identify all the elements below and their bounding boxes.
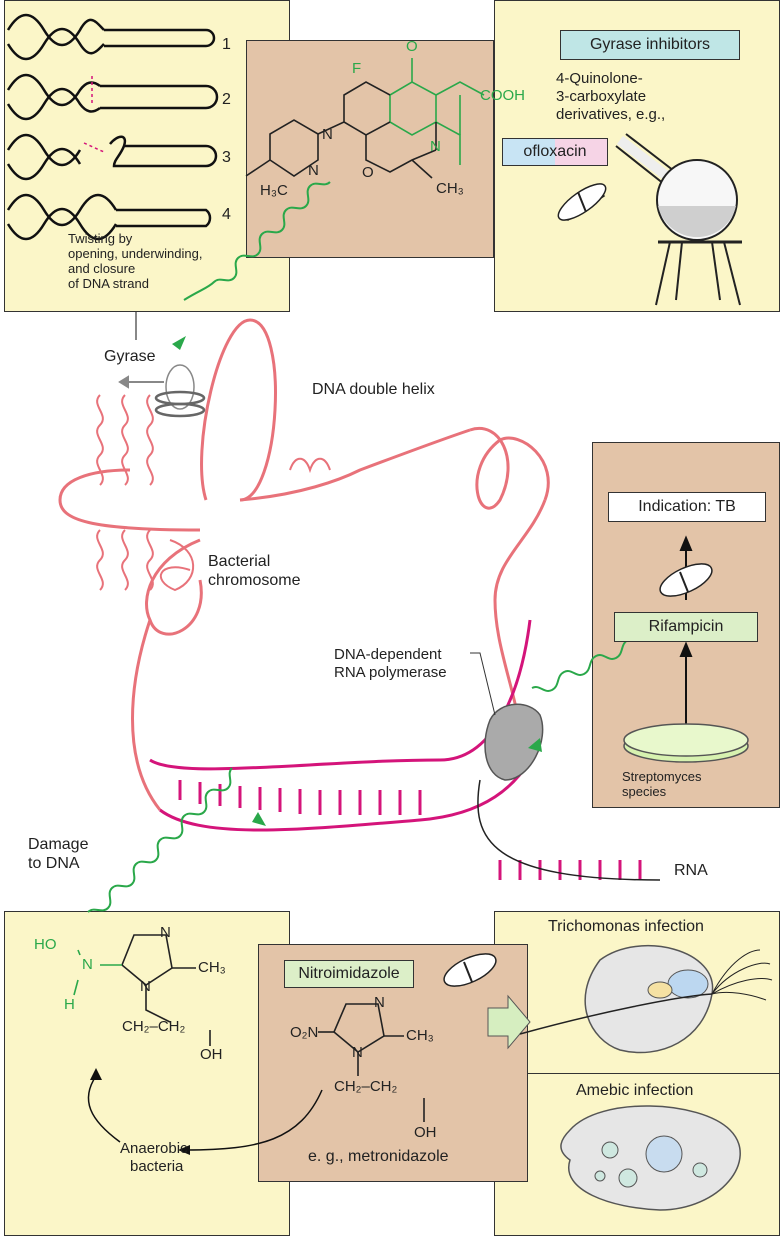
damage-label-1: Damage bbox=[28, 836, 88, 853]
polymerase-label-1: DNA-dependent bbox=[334, 646, 442, 663]
nitro-n-top: N bbox=[374, 994, 385, 1011]
ofloxacin-label: ofloxacin bbox=[502, 138, 608, 166]
twist-caption-4: of DNA strand bbox=[68, 275, 149, 292]
gyrase-inhibitors-title: Gyrase inhibitors bbox=[560, 30, 740, 60]
step-label-3: 3 bbox=[222, 149, 231, 166]
atom-cooh: COOH bbox=[480, 87, 525, 104]
trichomonas-label: Trichomonas infection bbox=[548, 918, 704, 935]
polymerase-pointer bbox=[470, 653, 495, 715]
met-h: H bbox=[64, 996, 75, 1013]
atom-n-piperazine-1: N bbox=[322, 126, 333, 143]
nitro-ch3: CH₃ bbox=[406, 1027, 434, 1044]
met-ho: HO bbox=[34, 936, 57, 953]
quinolone-desc-2: 3-carboxylate bbox=[556, 88, 646, 105]
gyrase-arrow bbox=[120, 377, 164, 387]
quinolone-desc-1: 4-Quinolone- bbox=[556, 70, 643, 87]
atom-o-ring: O bbox=[362, 164, 374, 181]
trichomonas-illustration bbox=[520, 946, 772, 1053]
nitro-o2n: O₂N bbox=[290, 1024, 318, 1041]
met-oh: OH bbox=[200, 1046, 223, 1063]
atom-o-keto: O bbox=[406, 38, 418, 55]
polymerase-label-2: RNA polymerase bbox=[334, 664, 447, 681]
rna-label: RNA bbox=[674, 862, 708, 879]
step-label-1: 1 bbox=[222, 36, 231, 53]
met-ch2ch2: CH₂–CH₂ bbox=[122, 1018, 185, 1035]
amoeba-illustration bbox=[561, 1106, 740, 1210]
metronidazole-label: e. g., metronidazole bbox=[308, 1148, 449, 1165]
petri-dish-illustration bbox=[624, 724, 748, 762]
dna-helix-label: DNA double helix bbox=[312, 381, 435, 398]
nitroimidazole-bonds bbox=[318, 1004, 424, 1122]
rna-strand-outer bbox=[160, 740, 540, 830]
arrowhead-gyrase bbox=[172, 336, 186, 350]
nitroimidazole-title: Nitroimidazole bbox=[284, 960, 414, 988]
chromosome-label-1: Bacterial bbox=[208, 553, 270, 570]
nitro-oh: OH bbox=[414, 1124, 437, 1141]
cut-mark-3 bbox=[84, 143, 104, 152]
dna-loop-2 bbox=[8, 75, 217, 119]
nitroimidazole-block-arrow bbox=[488, 996, 530, 1048]
anaerobic-arrow bbox=[88, 1076, 120, 1142]
met-n-amine: N bbox=[82, 956, 93, 973]
nitroimidazole-to-bacteria-arrow bbox=[186, 1090, 322, 1150]
nitro-ch2ch2: CH₂–CH₂ bbox=[334, 1078, 397, 1095]
drug-action-arrows bbox=[88, 182, 628, 912]
step-label-2: 2 bbox=[222, 91, 231, 108]
met-n-ring-bottom: N bbox=[140, 978, 151, 995]
anaerobic-label-1: Anaerobic bbox=[120, 1140, 188, 1157]
atom-h3c: H₃C bbox=[260, 182, 288, 199]
anaerobic-label-2: bacteria bbox=[130, 1158, 183, 1175]
bacterial-chromosome bbox=[60, 320, 548, 810]
atom-f: F bbox=[352, 60, 361, 77]
atom-n-piperazine-2: N bbox=[308, 162, 319, 179]
met-n-ring-top: N bbox=[160, 924, 171, 941]
flask-illustration bbox=[616, 134, 742, 305]
damage-label-2: to DNA bbox=[28, 855, 80, 872]
rna-polymerase-shape bbox=[485, 704, 543, 780]
nitro-n-bottom: N bbox=[352, 1044, 363, 1061]
atom-n-ring: N bbox=[430, 138, 441, 155]
step-label-4: 4 bbox=[222, 206, 231, 223]
amebic-label: Amebic infection bbox=[576, 1082, 693, 1099]
dna-loop-3 bbox=[8, 135, 216, 179]
gyrase-label: Gyrase bbox=[104, 348, 156, 365]
chromosome-label-2: chromosome bbox=[208, 572, 300, 589]
atom-ch3: CH₃ bbox=[436, 180, 464, 197]
pill-illustration-1 bbox=[553, 178, 610, 227]
rifampicin-box: Rifampicin bbox=[614, 612, 758, 642]
indication-tb-box: Indication: TB bbox=[608, 492, 766, 522]
arrowhead-damage bbox=[252, 812, 266, 826]
ofloxacin-core-bonds bbox=[246, 82, 436, 178]
streptomyces-label-2: species bbox=[622, 783, 666, 800]
met-ch3: CH₃ bbox=[198, 959, 226, 976]
quinolone-desc-3: derivatives, e.g., bbox=[556, 106, 665, 123]
dna-loop-1 bbox=[8, 15, 214, 59]
pill-illustration-3 bbox=[440, 947, 501, 992]
dna-twist-illustrations bbox=[8, 15, 217, 239]
rna-strand-inner bbox=[150, 620, 530, 769]
